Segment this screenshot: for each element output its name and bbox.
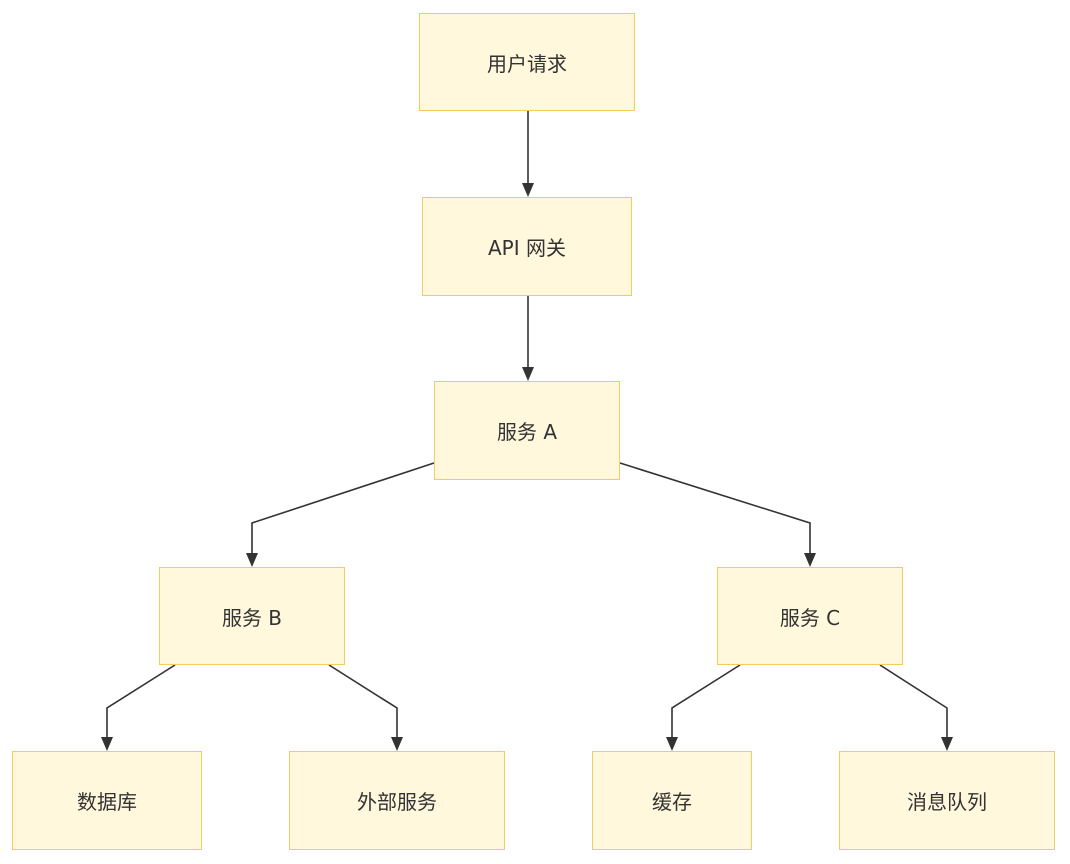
node-user-request: 用户请求 bbox=[419, 13, 635, 111]
node-cache-label: 缓存 bbox=[652, 790, 692, 814]
node-service-b-label: 服务 B bbox=[221, 605, 283, 630]
edge-user-request-to-api-gateway bbox=[522, 111, 534, 197]
edge-service-c-to-cache bbox=[666, 664, 741, 751]
node-external-service: 外部服务 bbox=[289, 751, 505, 850]
node-database-label: 数据库 bbox=[77, 790, 137, 814]
node-database: 数据库 bbox=[12, 751, 202, 850]
node-service-c: 服务 C bbox=[717, 567, 903, 665]
node-service-b: 服务 B bbox=[159, 567, 345, 665]
node-service-a-label: 服务 A bbox=[496, 420, 558, 444]
node-user-request-label: 用户请求 bbox=[487, 51, 567, 76]
edge-service-b-to-external bbox=[328, 664, 403, 751]
node-service-a: 服务 A bbox=[434, 381, 620, 480]
node-cache: 缓存 bbox=[592, 751, 752, 850]
node-api-gateway: API 网关 bbox=[422, 197, 632, 296]
node-message-queue-label: 消息队列 bbox=[907, 790, 987, 814]
edge-service-c-to-mq bbox=[879, 664, 953, 751]
node-message-queue: 消息队列 bbox=[839, 751, 1055, 850]
node-external-service-label: 外部服务 bbox=[357, 790, 437, 814]
node-service-c-label: 服务 C bbox=[779, 605, 841, 630]
edge-api-gateway-to-service-a bbox=[522, 296, 534, 381]
edge-service-a-to-service-b bbox=[246, 462, 435, 567]
node-api-gateway-label: API 网关 bbox=[488, 236, 566, 260]
edge-service-b-to-database bbox=[101, 664, 176, 751]
edge-service-a-to-service-c bbox=[619, 462, 816, 567]
